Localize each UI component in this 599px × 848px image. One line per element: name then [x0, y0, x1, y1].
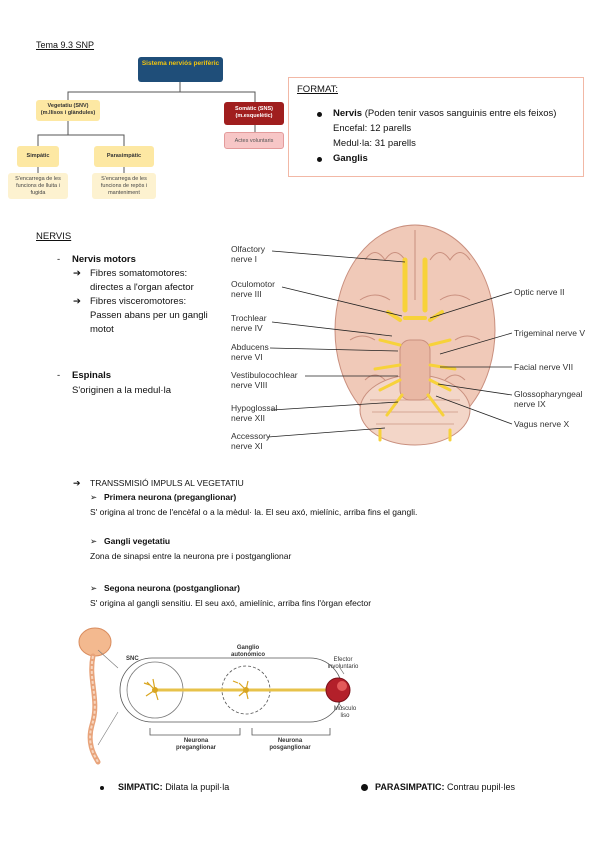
nervis-motors-title: Nervis motors — [72, 254, 136, 265]
label-facial: Facial nerve VII — [514, 362, 574, 372]
nervis-heading: NERVIS — [36, 231, 72, 242]
format-title: FORMAT: — [297, 84, 338, 95]
arrow-icon: ➔ — [73, 478, 81, 488]
label-snc: SNC — [126, 656, 139, 662]
bullet-icon — [317, 157, 322, 162]
diagram-root: Sistema nerviós perifèric — [138, 57, 223, 82]
triangle-icon: ➢ — [90, 536, 98, 546]
format-box — [288, 77, 584, 177]
format-encefal: Encefal: 12 parells — [333, 123, 412, 134]
bullet-icon — [361, 784, 368, 791]
primera-text: S' origina al tronc de l'encèfal o a la … — [90, 507, 418, 517]
bullet-icon — [100, 786, 104, 790]
footer-parasimpatic: PARASIMPATIC: Contrau pupil·les — [375, 782, 516, 792]
format-medula: Medul·la: 31 parells — [333, 138, 416, 149]
triangle-icon: ➢ — [90, 492, 98, 502]
segona-text: S' origina al gangli sensitiu. El seu ax… — [90, 598, 372, 608]
arrow-icon: ➔ — [73, 296, 81, 307]
primera-title: Primera neurona (preganglionar) — [104, 492, 237, 502]
arrow-icon: ➔ — [73, 268, 81, 279]
gangli-title: Gangli vegetatiu — [104, 536, 171, 546]
diagram-somatic-desc: Actes voluntaris — [224, 132, 284, 149]
segona-title: Segona neurona (postganglionar) — [104, 583, 241, 593]
somato-line2: directes a l'organ afector — [90, 282, 194, 293]
diagram-parasimpatic-desc: S'encarrega de les funcions de repòs i m… — [92, 173, 156, 199]
dash-icon: - — [57, 254, 61, 265]
diagram-connectors — [37, 82, 256, 173]
gangli-text: Zona de sinapsi entre la neurona pre i p… — [90, 551, 292, 561]
neuron-pathway-figure — [78, 627, 351, 765]
brain-illustration — [267, 224, 513, 446]
espinals-text: S'originen a la medul·la — [72, 385, 171, 396]
diagram-somatic: Somàtic (SNS) (m.esquelètic) — [224, 102, 284, 125]
format-nervis: Nervis (Poden tenir vasos sanguinis entr… — [333, 108, 557, 119]
label-vagus: Vagus nerve X — [514, 419, 570, 429]
dash-icon: - — [57, 370, 61, 381]
diagram-parasimpatic: Parasimpàtic — [94, 146, 154, 167]
triangle-icon: ➢ — [90, 583, 98, 593]
footer-simpatic: SIMPATIC: Dilata la pupil·la — [118, 782, 230, 792]
transmissio-heading: TRANSSMISIÓ IMPULS AL VEGETATIU — [90, 478, 244, 488]
viscero-line1: Fibres visceromotores: — [90, 296, 187, 307]
diagram-vegetatiu: Vegetatiu (SNV) (m.llisos i glàndules) — [36, 100, 100, 121]
somato-line1: Fibres somatomotores: — [90, 268, 188, 279]
bullet-icon — [317, 112, 322, 117]
diagram-simpatic: Simpàtic — [17, 146, 59, 167]
diagram-simpatic-desc: S'encarrega de les funcions de lluita i … — [8, 173, 68, 199]
format-ganglis: Ganglis — [333, 153, 368, 164]
viscero-line3: motot — [90, 324, 114, 335]
espinals-title: Espinals — [72, 370, 112, 381]
viscero-line2: Passen abans per un gangli — [90, 310, 208, 321]
page-title: Tema 9.3 SNP — [36, 40, 95, 50]
label-trigeminal: Trigeminal nerve V — [514, 328, 586, 338]
label-optic: Optic nerve II — [514, 287, 565, 297]
